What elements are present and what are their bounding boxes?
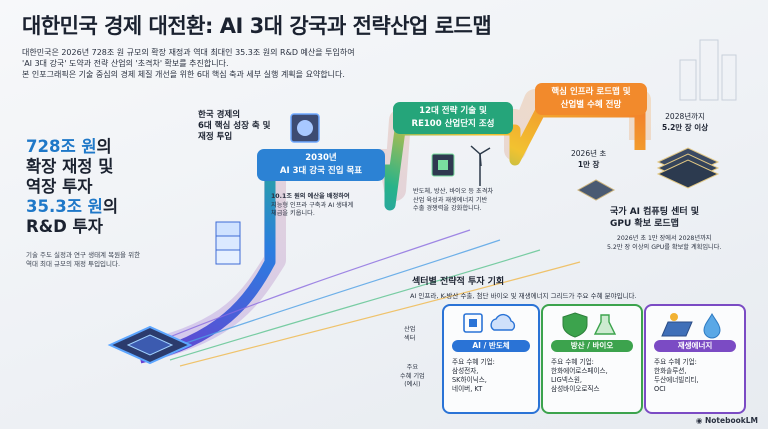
gpu-stack-large (656, 147, 720, 189)
company-list: 주요 수혜 기업: 한화에어로스페이스, LIG넥스원, 삼성바이오로직스 (551, 358, 608, 394)
chip-cloud-icon (463, 313, 516, 333)
roadmap-line: 산업별 수혜 전망 (560, 100, 622, 110)
company-name: 한화솔루션, (654, 367, 687, 375)
server-graphic (215, 221, 241, 265)
goal-note: 10.1조 원의 예산을 배정하여 지능형 인프라 구축과 AI 생태계 체급을… (271, 193, 353, 219)
gpu-year: 2026년 초 (571, 149, 607, 158)
stat-line: R&D 투자 (26, 217, 103, 236)
sector-card-renewable: 재생에너지 주요 수혜 기업: 한화솔루션, 두산에너빌리티, OCI (644, 304, 746, 414)
gpu-2026-label: 2026년 초 1만 장 (571, 148, 606, 170)
stat-line: 역장 투자 (26, 177, 93, 196)
budget-stat: 728조 원의 확장 재정 및 역장 투자 35.3조 원의 R&D 투자 (26, 137, 118, 237)
company-name: OCI (654, 385, 666, 393)
compute-center-note: 2026년 초 1만 장에서 2028년까지 5.2만 장 이상의 GPU를 확… (607, 235, 721, 252)
row-label-line: (예시) (404, 381, 421, 388)
stat-line: 확장 재정 및 (26, 157, 114, 176)
center-line: GPU 확보 로드맵 (610, 219, 679, 229)
center-line: 국가 AI 컴퓨팅 센터 및 (610, 207, 700, 217)
background-skyline (679, 39, 737, 101)
roadmap-banner: 핵심 인프라 로드맵 및 산업별 수혜 전망 (535, 83, 647, 115)
logo-text: NotebookLM (704, 416, 758, 425)
light-streaks (149, 229, 581, 367)
label-line: 6대 핵심 성장 축 및 (198, 121, 271, 131)
tech-line: RE100 산업단지 조성 (411, 119, 495, 129)
tech-note: 반도체, 방산, 바이오 등 초격차 산업 육성과 재생에너지 기반 수출 경쟁… (413, 188, 493, 214)
sector-title: 섹터별 전략적 투자 기회 (412, 277, 505, 287)
company-name: LIG넥스원, (551, 376, 583, 384)
gpu-count: 5.2만 장 이상 (662, 123, 709, 132)
company-label: 주요 수혜 기업: (452, 358, 495, 366)
gpu-count: 1만 장 (577, 160, 600, 169)
sector-name: 재생에너지 (654, 340, 736, 352)
budget-note: 기술 주도 실정과 연구 생태계 복원을 위한 역대 최대 규모의 재정 투입입… (26, 251, 140, 269)
compute-center-label: 국가 AI 컴퓨팅 센터 및 GPU 확보 로드맵 (610, 206, 699, 230)
stat-suffix: 의 (102, 197, 119, 216)
cpu-chip-graphic (107, 325, 193, 365)
wind-turbine-graphic (470, 145, 491, 186)
gpu-year: 2028년까지 (665, 112, 705, 121)
sector-card-defense-bio: 방산 / 바이오 주요 수혜 기업: 한화에어로스페이스, LIG넥스원, 삼성… (541, 304, 643, 414)
sector-card-ai: AI / 반도체 주요 수혜 기업: 삼성전자, SK하이닉스, 네이버, KT (442, 304, 540, 414)
note-line: 수출 경쟁력을 강화합니다. (413, 205, 482, 212)
row-label-industry: 산업 섹터 (404, 326, 415, 343)
sector-name: AI / 반도체 (452, 340, 530, 352)
goal-banner: 2030년 AI 3대 강국 진입 목표 (257, 149, 385, 181)
note-line: 10.1조 원의 예산을 배정하여 (271, 193, 350, 200)
solar-water-icon (661, 312, 721, 339)
intro-text: 대한민국은 2026년 728조 원 규모의 확장 재정과 역대 최대인 35.… (22, 47, 542, 80)
company-name: 삼성전자, (452, 367, 479, 375)
sector-subtitle: AI 인프라, K-방산 수출, 첨단 바이오 및 재생에너지 그리드가 주요 … (410, 292, 637, 300)
row-label-line: 주요 (406, 364, 419, 371)
row-label-line: 수혜 기업 (400, 372, 425, 380)
row-label-line: 섹터 (404, 334, 416, 342)
company-name: 두산에너빌리티, (654, 376, 699, 384)
company-name: 삼성바이오로직스 (551, 385, 600, 393)
brain-chip-graphic (290, 113, 320, 143)
page-title: 대한민국 경제 대전환: AI 3대 강국과 전략산업 로드맵 (22, 14, 492, 38)
company-list: 주요 수혜 기업: 삼성전자, SK하이닉스, 네이버, KT (452, 358, 495, 394)
note-line: 반도체, 방산, 바이오 등 초격차 (413, 188, 494, 195)
note-line: 체급을 키웁니다. (271, 210, 315, 217)
note-line: 지능형 인프라 구축과 AI 생태계 (271, 201, 354, 209)
gpu-card-small (576, 179, 616, 201)
company-name: SK하이닉스, (452, 376, 487, 384)
note-line: 2026년 초 1만 장에서 2028년까지 (616, 235, 712, 242)
row-label-line: 산업 (404, 326, 416, 333)
logo-icon: ◉ (695, 416, 705, 425)
note-line: 산업 육성과 재생에너지 기반 (413, 196, 488, 204)
sector-name: 방산 / 바이오 (551, 340, 633, 352)
label-line: 한국 경제의 (198, 110, 241, 120)
tech-line: 12대 전략 기술 및 (419, 106, 487, 116)
company-name: 한화에어로스페이스, (551, 367, 608, 375)
growth-axes-label: 한국 경제의 6대 핵심 성장 축 및 재정 투입 (198, 110, 271, 143)
company-label: 주요 수혜 기업: (551, 358, 594, 366)
intro-line: 본 인포그래픽은 기술 중심의 경제 체질 개선을 위한 6대 핵심 축과 세부… (22, 70, 345, 79)
shield-flask-icon (562, 312, 617, 338)
chip-icon-graphic (431, 153, 455, 177)
rnd-amount: 35.3조 원 (26, 197, 103, 216)
gpu-2028-label: 2028년까지 5.2만 장 이상 (662, 111, 708, 133)
roadmap-line: 핵심 인프라 로드맵 및 (551, 87, 631, 97)
goal-text: AI 3대 강국 진입 목표 (279, 166, 363, 176)
row-label-companies: 주요 수혜 기업 (예시) (400, 364, 425, 390)
note-line: 기술 주도 실정과 연구 생태계 복원을 위한 (26, 251, 141, 259)
note-line: 5.2만 장 이상의 GPU를 확보할 계획입니다. (607, 243, 722, 251)
goal-year: 2030년 (305, 153, 337, 163)
company-label: 주요 수혜 기업: (654, 358, 697, 366)
stat-suffix: 의 (96, 137, 112, 156)
budget-amount: 728조 원 (26, 137, 97, 156)
intro-line: 'AI 3대 강국' 도약과 전략 산업의 '초격차' 확보를 추진합니다. (22, 59, 229, 68)
label-line: 재정 투입 (198, 132, 233, 142)
tech-banner: 12대 전략 기술 및 RE100 산업단지 조성 (393, 102, 513, 134)
intro-line: 대한민국은 2026년 728조 원 규모의 확장 재정과 역대 최대인 35.… (22, 48, 355, 57)
notebooklm-logo: ◉ NotebookLM (696, 416, 758, 425)
note-line: 역대 최대 규모의 재정 투입입니다. (26, 260, 121, 268)
company-name: 네이버, KT (452, 385, 483, 393)
company-list: 주요 수혜 기업: 한화솔루션, 두산에너빌리티, OCI (654, 358, 699, 394)
